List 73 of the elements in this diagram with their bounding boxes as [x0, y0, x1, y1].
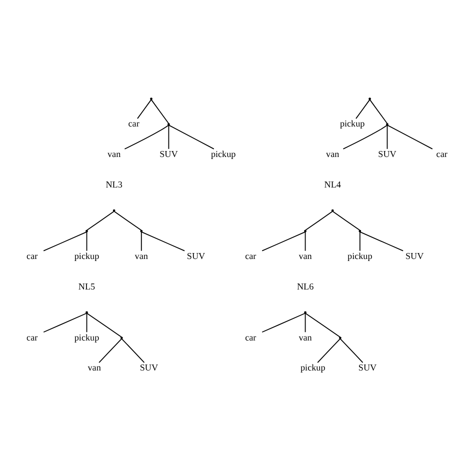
node-point	[150, 97, 152, 100]
connector	[150, 98, 170, 124]
connector	[168, 124, 214, 149]
node-text: SUV	[378, 148, 396, 159]
connector	[360, 231, 404, 251]
node-text: SUV	[140, 362, 158, 372]
node-text: pickup	[300, 362, 326, 372]
connector	[356, 98, 370, 118]
node-text: van	[326, 148, 340, 159]
node-text: van	[108, 148, 121, 159]
connector	[342, 124, 388, 149]
connector	[86, 312, 88, 332]
node-text: pickup	[348, 250, 372, 260]
node-text: SUV	[160, 148, 178, 159]
node-text: SUV	[405, 250, 424, 260]
node-text: car	[245, 250, 256, 260]
node-text: car	[436, 148, 448, 159]
node-text: SUV	[186, 250, 206, 260]
node-label: NL3	[106, 178, 122, 189]
node-text: van	[298, 250, 312, 260]
connector	[304, 312, 306, 332]
node-point	[304, 310, 306, 314]
node-text: van	[298, 332, 312, 342]
node-text: car	[26, 332, 38, 342]
node-point	[386, 122, 388, 126]
node-label: NL4	[324, 178, 341, 189]
connector	[121, 338, 145, 362]
connector	[359, 231, 360, 251]
connector	[86, 210, 114, 230]
node-text: van	[88, 362, 101, 372]
node-text: van	[134, 250, 148, 260]
node-text: car	[26, 250, 38, 260]
connector	[386, 124, 388, 149]
connector	[369, 98, 388, 124]
connector	[262, 231, 306, 251]
node-text: car	[245, 332, 256, 342]
node-point	[358, 229, 362, 232]
connector	[43, 231, 88, 251]
node-point	[112, 208, 116, 212]
node-point	[304, 229, 306, 232]
connector	[140, 231, 142, 251]
node-text: pickup	[210, 148, 236, 159]
connector	[305, 210, 333, 230]
connector	[262, 312, 306, 332]
connector	[332, 210, 360, 230]
connector	[137, 98, 152, 118]
connector	[386, 124, 433, 149]
connector	[317, 338, 341, 362]
connector	[98, 338, 122, 362]
connector	[86, 231, 88, 251]
node-point	[368, 97, 371, 100]
node-text: pickup	[74, 332, 100, 342]
node-point	[339, 336, 342, 339]
connector	[43, 312, 88, 332]
connector	[168, 124, 170, 149]
node-text: SUV	[358, 362, 377, 372]
node-point	[140, 229, 143, 232]
node-point	[86, 229, 88, 232]
node-label: NL5	[78, 280, 96, 291]
node-point	[331, 208, 334, 212]
node-point	[86, 310, 88, 314]
node-text: pickup	[340, 118, 365, 128]
node-label: NL6	[296, 280, 314, 291]
connector	[304, 312, 341, 338]
node-text: pickup	[74, 250, 100, 260]
connector	[124, 124, 169, 149]
node-point	[168, 122, 170, 126]
connector	[86, 312, 122, 338]
connector	[304, 231, 306, 251]
connector	[340, 338, 364, 362]
connector	[141, 231, 185, 251]
node-text: car	[128, 118, 140, 128]
connector	[114, 210, 142, 230]
